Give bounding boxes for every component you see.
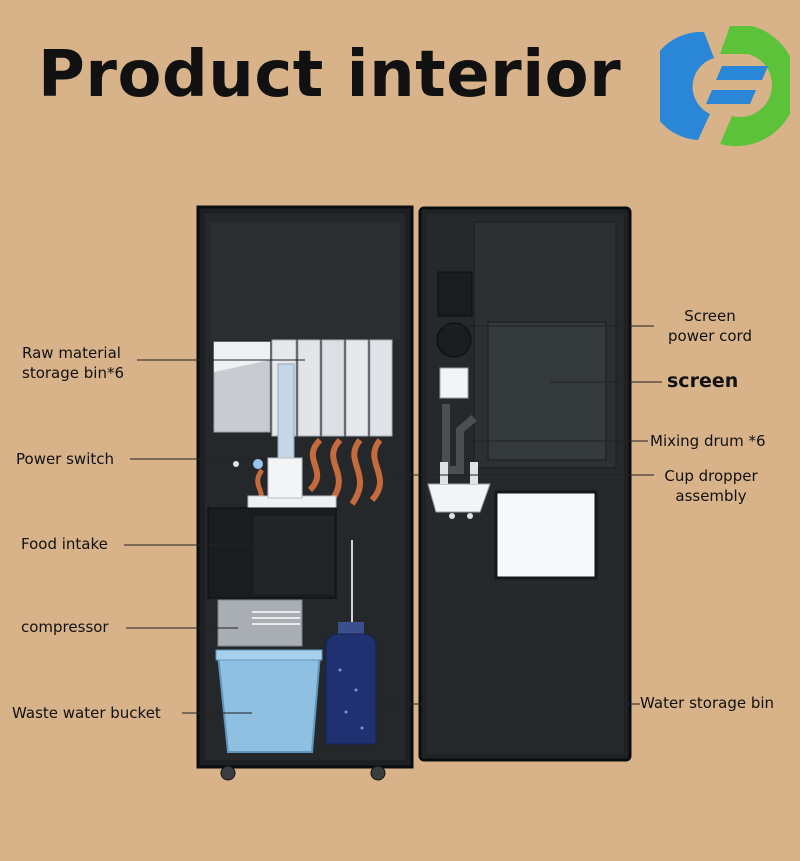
label-power-switch: Power switch — [16, 450, 115, 468]
label-cup-dropper: Cup dropper assembly — [652, 466, 770, 506]
page-title: Product interior — [38, 38, 622, 112]
label-compressor: compressor — [21, 618, 109, 636]
label-screen-power-cord: Screen power cord — [655, 306, 765, 346]
label-mixing-drum: Mixing drum *6 — [650, 432, 766, 450]
label-raw-material-line2: storage bin*6 — [22, 364, 124, 382]
label-food-intake: Food intake — [21, 535, 108, 553]
label-cup-dropper-line1: Cup dropper — [664, 467, 758, 485]
label-water-storage-bin: Water storage bin — [640, 694, 775, 712]
label-screen-power-cord-line2: power cord — [668, 327, 752, 345]
leader-lines — [124, 325, 662, 714]
label-cup-dropper-line2: assembly — [675, 487, 747, 505]
brand-logo-icon — [660, 26, 790, 147]
label-screen-power-cord-line1: Screen — [684, 307, 736, 325]
left-cabinet — [196, 205, 414, 781]
label-waste-water-bucket: Waste water bucket — [12, 704, 161, 722]
label-raw-material: Raw material storage bin*6 — [22, 343, 124, 383]
right-door — [418, 206, 632, 762]
label-screen: screen — [667, 370, 739, 392]
label-raw-material-line1: Raw material — [22, 344, 121, 362]
